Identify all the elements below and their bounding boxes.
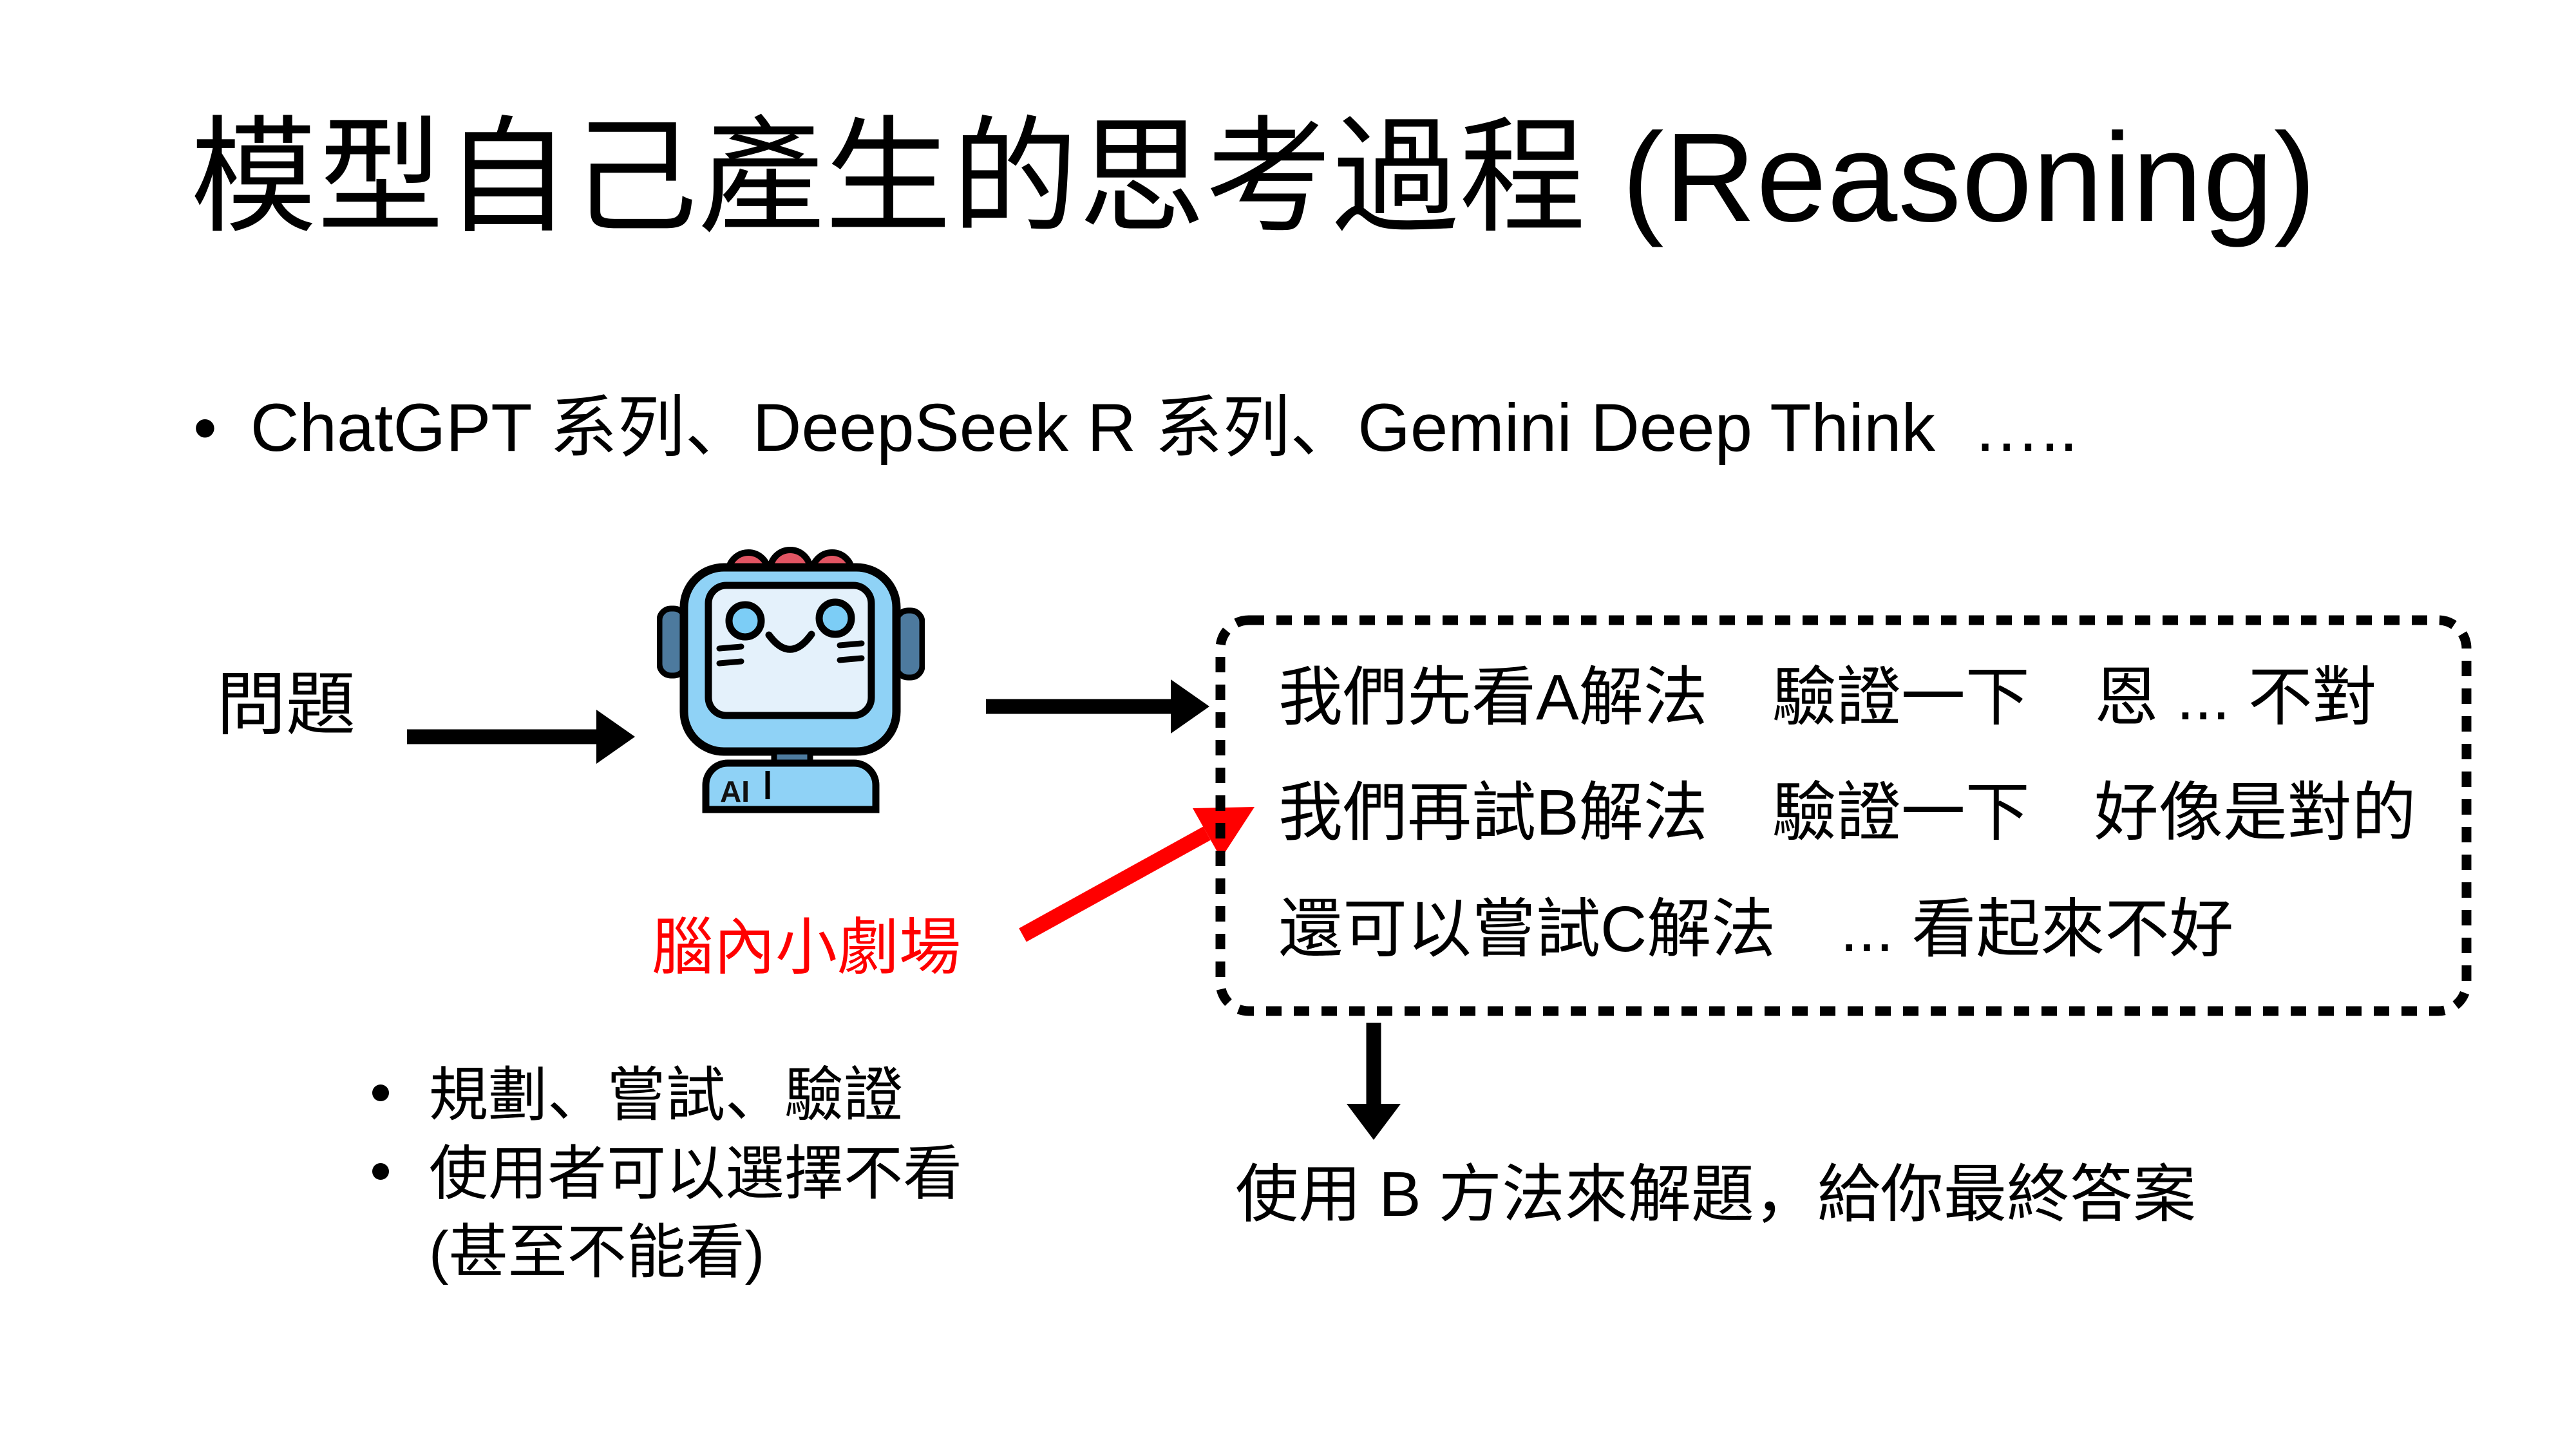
intro-text: ChatGPT 系列、DeepSeek R 系列、Gemini Deep Thi… xyxy=(250,390,2078,466)
ai-robot-icon: AI xyxy=(657,547,925,813)
robot-smile xyxy=(765,630,815,653)
robot-body xyxy=(702,759,880,813)
note-row: 使用者可以選擇不看 xyxy=(361,1135,962,1213)
robot-eyes xyxy=(725,598,855,641)
red-caption: 腦內小劇場 xyxy=(652,913,961,982)
slide-title: 模型自己產生的思考過程 (Reasoning) xyxy=(191,107,2317,248)
result-text: 使用 B 方法來解題，給你最終答案 xyxy=(1235,1159,2196,1229)
intro-bullet-line: • ChatGPT 系列、DeepSeek R 系列、Gemini Deep T… xyxy=(193,394,2078,462)
thought-line-1: 我們先看A解法 驗證一下 恩 ... 不對 xyxy=(1278,661,2377,734)
thought-box xyxy=(1215,615,2472,1016)
note-row: (甚至不能看) xyxy=(361,1213,962,1292)
notes-list: 規劃、嘗試、驗證 使用者可以選擇不看 (甚至不能看) xyxy=(361,1056,962,1292)
box-to-result-down-arrow xyxy=(1347,1023,1401,1140)
note-text: (甚至不能看) xyxy=(429,1220,765,1285)
thought-line-3: 還可以嘗試C解法 ... 看起來不好 xyxy=(1278,893,2234,965)
robot-to-box-arrow xyxy=(986,679,1209,734)
input-label: 問題 xyxy=(216,665,356,743)
note-text: 使用者可以選擇不看 xyxy=(429,1141,963,1207)
robot-cheek-lines xyxy=(716,640,865,667)
bullet-dot xyxy=(372,1084,389,1101)
problem-to-robot-arrow xyxy=(407,710,635,764)
thought-line-2: 我們再試B解法 驗證一下 好像是對的 xyxy=(1278,777,2416,849)
note-text: 規劃、嘗試、驗證 xyxy=(429,1063,904,1128)
bullet-dot xyxy=(372,1163,389,1180)
note-row: 規劃、嘗試、驗證 xyxy=(361,1056,962,1135)
bullet-marker: • xyxy=(193,390,217,466)
robot-ai-label: AI xyxy=(720,775,750,808)
